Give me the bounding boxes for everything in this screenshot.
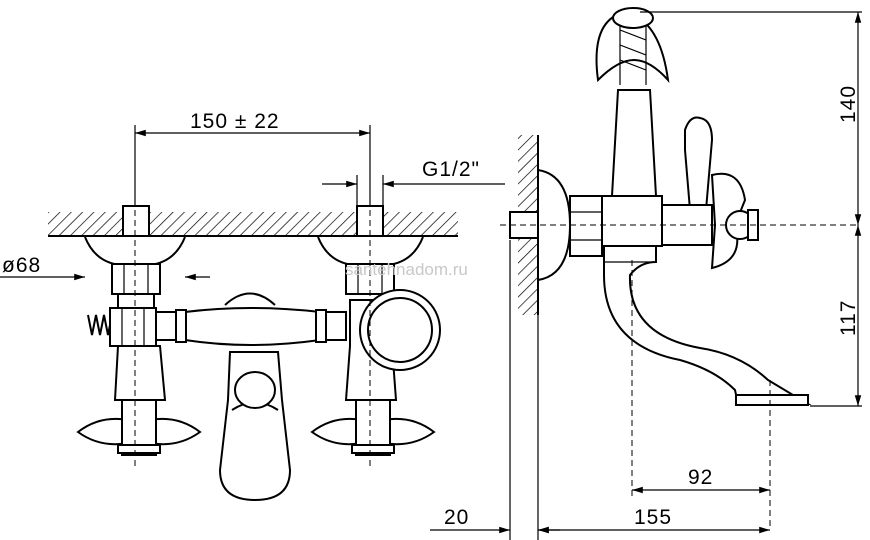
height-top-label: 140	[837, 85, 860, 123]
front-view	[0, 125, 505, 502]
side-cross-handle	[661, 172, 759, 270]
front-wall	[48, 212, 458, 237]
diameter-label: ø68	[2, 254, 41, 277]
left-cross-handle	[76, 399, 202, 456]
diverter-knob	[359, 289, 441, 371]
thread-label: G1/2"	[422, 158, 480, 181]
watermark: santehnadom.ru	[345, 260, 468, 279]
height-bottom-label: 117	[837, 300, 860, 336]
left-valve-body	[113, 345, 167, 401]
reach-label: 92	[688, 466, 713, 489]
side-body	[601, 195, 663, 247]
side-lever-handle	[684, 116, 714, 211]
hose-connector	[87, 307, 157, 347]
offset-label: 20	[444, 506, 469, 529]
side-hex-nut	[569, 195, 603, 257]
depth-label: 155	[634, 506, 672, 529]
side-view	[430, 7, 862, 540]
spacing-label: 150 ± 22	[190, 110, 280, 133]
right-cross-handle	[310, 399, 436, 456]
front-spout	[218, 351, 292, 502]
mixer-body	[155, 292, 347, 346]
side-spout	[603, 245, 812, 406]
side-column	[595, 7, 670, 197]
